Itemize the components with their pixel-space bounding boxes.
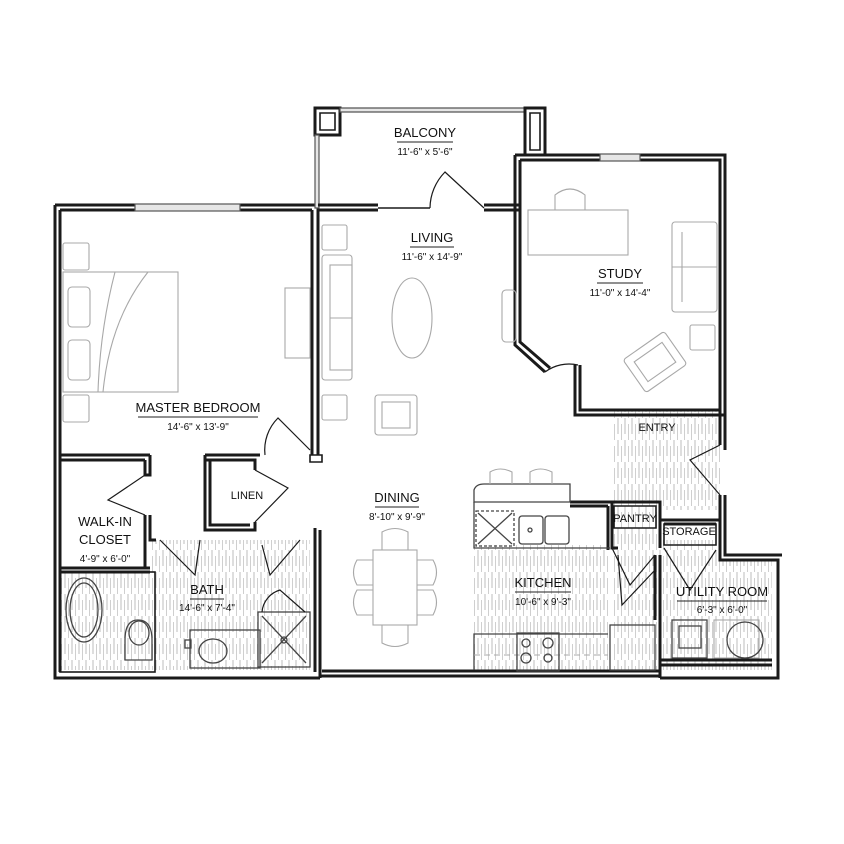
doors xyxy=(106,171,721,607)
room-dim-living: 11'-6" x 14'-9" xyxy=(402,252,463,263)
room-name-kitchen: KITCHEN xyxy=(514,575,571,590)
windows xyxy=(134,153,641,212)
room-dim-dining: 8'-10" x 9'-9" xyxy=(369,512,425,523)
room-name-balcony: BALCONY xyxy=(394,125,456,140)
hatched-floor-areas xyxy=(60,410,772,670)
room-dim-study: 11'-0" x 14'-4" xyxy=(590,288,651,299)
room-name-walk-in-closet-line1: WALK-IN xyxy=(78,514,132,529)
furniture xyxy=(59,188,764,673)
room-name-master-bedroom: MASTER BEDROOM xyxy=(136,400,261,415)
room-dim-bath: 14'-6" x 7'-4" xyxy=(179,603,235,614)
room-name-linen: LINEN xyxy=(231,490,263,502)
room-dim-balcony: 11'-6" x 5'-6" xyxy=(397,147,453,158)
room-dim-walk-in-closet: 4'-9" x 6'-0" xyxy=(80,554,131,565)
room-dim-utility-room: 6'-3" x 6'-0" xyxy=(697,605,748,616)
room-name-dining: DINING xyxy=(374,490,420,505)
room-dim-master-bedroom: 14'-6" x 13'-9" xyxy=(167,422,229,433)
room-name-living: LIVING xyxy=(411,230,454,245)
room-name-utility-room: UTILITY ROOM xyxy=(676,584,768,599)
room-name-study: STUDY xyxy=(598,266,642,281)
room-name-pantry: PANTRY xyxy=(613,513,657,525)
room-labels: BALCONY 11'-6" x 5'-6" LIVING 11'-6" x 1… xyxy=(78,125,768,616)
room-name-entry: ENTRY xyxy=(638,422,676,434)
room-dim-kitchen: 10'-6" x 9'-3" xyxy=(515,597,571,608)
room-name-storage: STORAGE xyxy=(662,526,716,538)
room-name-walk-in-closet-line2: CLOSET xyxy=(79,532,131,547)
room-name-bath: BATH xyxy=(190,582,224,597)
